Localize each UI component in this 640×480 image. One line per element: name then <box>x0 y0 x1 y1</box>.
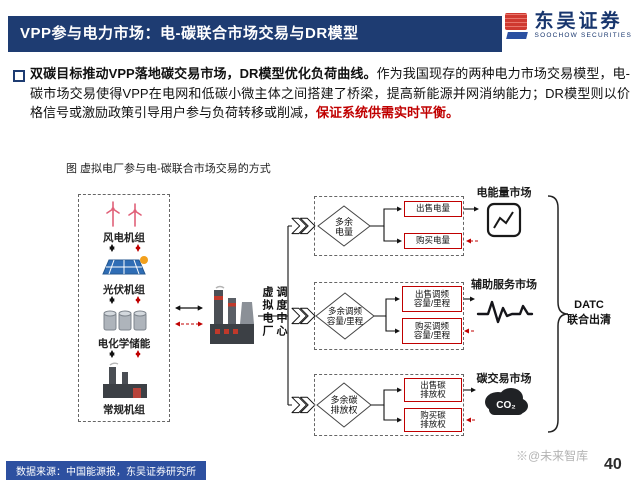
wind-turbine-icon <box>97 200 153 233</box>
brand-text: 东吴证券 SOOCHOW SECURITIES <box>535 12 632 40</box>
brand-logo-icon <box>504 13 529 39</box>
clearing-brace <box>547 195 569 433</box>
vpp-branch-lines <box>258 225 292 406</box>
resource-label-solar: 光伏机组 <box>103 284 145 296</box>
page-number: 40 <box>604 456 622 473</box>
watermark: ※@未来智库 <box>516 449 589 463</box>
summary-paragraph: 双碳目标推动VPP落地碳交易市场，DR模型优化负荷曲线。作为我国现存的两种电力市… <box>30 64 630 123</box>
diagram-connectors <box>109 195 569 433</box>
decision-group-carbon <box>314 374 464 436</box>
buy-carbon-box: 购买碳 排放权 <box>404 408 462 432</box>
chevron-arrow-icon <box>291 307 316 325</box>
co2-cloud-icon: CO₂ <box>478 382 532 427</box>
vpp-resources-group <box>78 194 170 422</box>
page-title: VPP参与电力市场：电-碳联合市场交易与DR模型 <box>20 25 359 42</box>
chevron-arrow-icon <box>291 217 316 235</box>
summary-lead: 双碳目标推动VPP落地碳交易市场，DR模型优化负荷曲线。 <box>30 66 377 81</box>
vpp-plant-icon <box>206 284 258 351</box>
trade-flow-arrows <box>370 206 479 423</box>
sell-energy-box: 出售电量 <box>404 201 462 217</box>
resource-label-storage: 电化学储能 <box>97 338 151 350</box>
brand-name: 东吴证券 <box>534 11 623 32</box>
solar-panel-icon <box>97 254 153 285</box>
decision-energy: 多余 电量 <box>334 217 353 237</box>
decision-group-energy <box>314 196 464 256</box>
buy-energy-box: 购买电量 <box>404 233 462 249</box>
buy-frequency-box: 购买调频 容量/里程 <box>402 318 462 344</box>
sell-frequency-box: 出售调频 容量/里程 <box>402 286 462 312</box>
page-title-bar: VPP参与电力市场：电-碳联合市场交易与DR模型 <box>8 16 502 52</box>
summary-highlight: 保证系统供需实时平衡。 <box>316 105 460 120</box>
brand-logo: 东吴证券 SOOCHOW SECURITIES <box>504 12 632 40</box>
market-label-ancillary: 辅助服务市场 <box>471 279 537 291</box>
figure-caption: 图 虚拟电厂参与电-碳联合市场交易的方式 <box>66 163 271 175</box>
decision-diamonds <box>315 205 375 428</box>
battery-storage-icon <box>97 306 153 339</box>
bullet-square-icon <box>13 70 25 82</box>
co2-icon-label: CO₂ <box>496 400 515 411</box>
brand-logo-blue-wave <box>505 32 528 39</box>
market-label-energy: 电能量市场 <box>476 187 532 199</box>
brand-logo-red-seal <box>504 13 527 30</box>
decision-group-frequency <box>314 282 464 350</box>
figure-diagram: 风电机组 光伏机组 <box>0 176 640 468</box>
summary-body: 作为我国现存的两种电力市场交易模型，电-碳市场交易使得VPP在电网和低碳小微主体… <box>30 66 630 120</box>
buy-return-arrows <box>464 238 478 423</box>
decision-carbon: 多余碳 排放权 <box>330 395 358 415</box>
sell-carbon-box: 出售碳 排放权 <box>404 378 462 402</box>
frequency-wave-icon <box>476 294 534 333</box>
price-chart-icon <box>486 200 522 245</box>
resource-label-conventional: 常规机组 <box>103 404 145 416</box>
vpp-center-label: 虚拟电厂调度中心 <box>261 286 287 338</box>
resource-label-wind: 风电机组 <box>103 232 145 244</box>
joint-clearing-label: DATC 联合出清 <box>567 299 611 326</box>
decision-frequency: 多余调频 容量/里程 <box>326 306 364 326</box>
chevron-arrow-icon <box>291 396 316 414</box>
thermal-plant-icon <box>95 360 155 405</box>
data-source: 数据来源：中国能源报，东吴证券研究所 <box>6 461 206 480</box>
brand-subtitle: SOOCHOW SECURITIES <box>534 32 632 39</box>
market-label-carbon: 碳交易市场 <box>476 373 532 385</box>
